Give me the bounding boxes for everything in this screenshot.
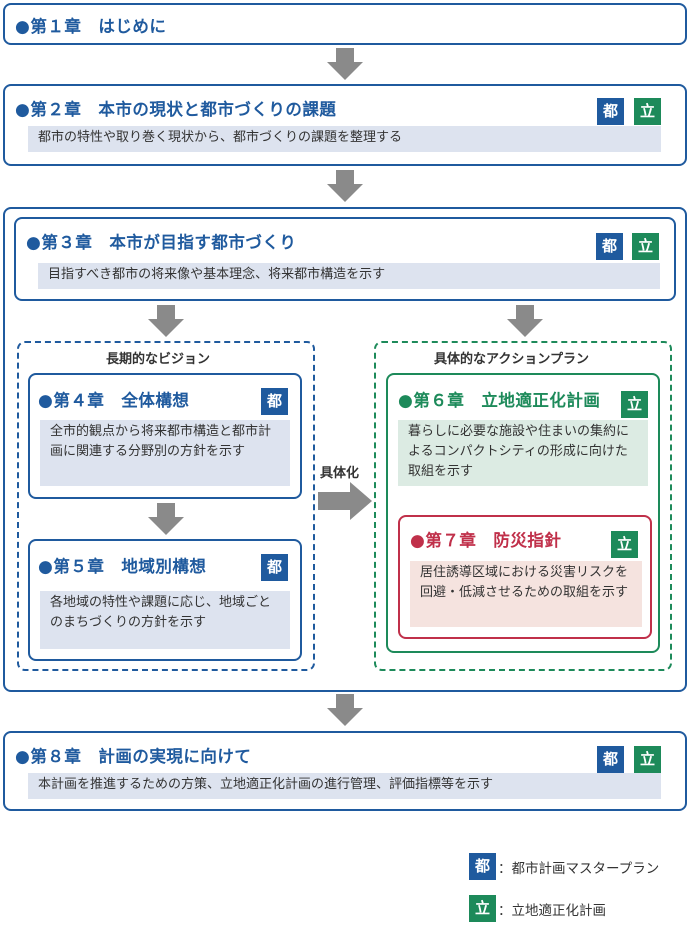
chapter-6-box: ●第６章 立地適正化計画 立 暮らしに必要な施設や住まいの集約によるコンパクトシ… [386,373,660,653]
chapter-7-title: ●第７章 防災指針 [410,527,561,551]
legend-badge-to: 都 [469,853,496,880]
concretize-arrow [318,482,372,520]
chapter-8-box: ●第８章 計画の実現に向けて 都 立 本計画を推進するための方策、立地適正化計画… [3,731,687,811]
concretize-label: 具体化 [320,466,360,481]
badge-ritsu: 立 [621,391,648,418]
badge-ritsu: 立 [634,98,661,125]
chapter-8-title-text: 第８章 計画の実現に向けて [30,747,252,766]
badge-to: 都 [596,233,623,260]
badge-to: 都 [261,388,288,415]
bullet-dot: ● [38,391,54,411]
flow-arrow-4 [148,503,184,535]
badge-to: 都 [597,98,624,125]
chapter-4-desc: 全市的観点から将来都市構造と都市計画に関連する分野別の方針を示す [40,420,290,486]
chapter-2-box: ●第２章 本市の現状と都市づくりの課題 都 立 都市の特性や取り巻く現状から、都… [3,84,687,166]
badge-ritsu: 立 [611,531,638,558]
chapter-3-title-text: 第３章 本市が目指す都市づくり [41,233,297,252]
flow-arrow-3-right [507,305,543,337]
chapter-3-box: ●第３章 本市が目指す都市づくり 都 立 目指すべき都市の将来像や基本理念、将来… [14,217,676,301]
chapter-8-desc: 本計画を推進するための方策、立地適正化計画の進行管理、評価指標等を示す [28,773,661,799]
bullet-dot: ● [15,747,31,767]
chapter-6-desc: 暮らしに必要な施設や住まいの集約によるコンパクトシティの形成に向けた取組を示す [398,420,648,486]
chapter-5-box: ●第５章 地域別構想 都 各地域の特性や課題に応じ、地域ごとのまちづくりの方針を… [28,539,302,661]
chapter-4-title-text: 第４章 全体構想 [53,391,190,410]
legend-badge-ritsu: 立 [469,895,496,922]
badge-to: 都 [597,746,624,773]
chapter-8-title: ●第８章 計画の実現に向けて [15,743,251,767]
chapter-7-box: ●第７章 防災指針 立 居住誘導区域における災害リスクを回避・低減させるための取… [398,515,652,639]
chapter-4-box: ●第４章 全体構想 都 全市的観点から将来都市構造と都市計画に関連する分野別の方… [28,373,302,499]
chapter-5-desc: 各地域の特性や課題に応じ、地域ごとのまちづくりの方針を示す [40,591,290,649]
chapter-6-title-text: 第６章 立地適正化計画 [413,391,601,410]
flow-arrow-5 [327,694,363,726]
chapter-2-title-text: 第２章 本市の現状と都市づくりの課題 [30,100,337,119]
chapter-2-desc: 都市の特性や取り巻く現状から、都市づくりの課題を整理する [28,126,661,152]
bullet-dot: ● [410,531,426,551]
chapter-1-box: ●第１章 はじめに [3,3,687,45]
action-plan-label: 具体的なアクションプラン [434,352,589,367]
bullet-dot: ● [15,17,31,37]
chapter-6-title: ●第６章 立地適正化計画 [398,387,600,411]
chapter-1-title-text: 第１章 はじめに [30,17,167,36]
badge-ritsu: 立 [634,746,661,773]
chapter-5-title: ●第５章 地域別構想 [38,553,206,577]
chapter-3-desc: 目指すべき都市の将来像や基本理念、将来都市構造を示す [38,263,660,289]
flow-arrow-1 [327,48,363,80]
chapter-1-title: ●第１章 はじめに [15,13,166,37]
chapter-2-title: ●第２章 本市の現状と都市づくりの課題 [15,96,336,120]
chapter-3-title: ●第３章 本市が目指す都市づくり [26,229,296,253]
badge-ritsu: 立 [632,233,659,260]
chapter-4-title: ●第４章 全体構想 [38,387,189,411]
chapter-7-desc: 居住誘導区域における災害リスクを回避・低減させるための取組を示す [410,561,642,627]
bullet-dot: ● [38,557,54,577]
flow-arrow-2 [327,170,363,202]
flow-arrow-3-left [148,305,184,337]
bullet-dot: ● [398,391,414,411]
legend-ritsu-text: ：立地適正化計画 [498,903,606,919]
badge-to: 都 [261,554,288,581]
long-term-vision-label: 長期的なビジョン [106,352,211,367]
action-plan-group [374,341,672,671]
chapter-5-title-text: 第５章 地域別構想 [53,557,207,576]
long-term-vision-group [17,341,315,671]
chapter-7-title-text: 第７章 防災指針 [425,531,562,550]
bullet-dot: ● [15,100,31,120]
legend-to-text: ：都市計画マスタープラン [498,861,660,877]
bullet-dot: ● [26,233,42,253]
